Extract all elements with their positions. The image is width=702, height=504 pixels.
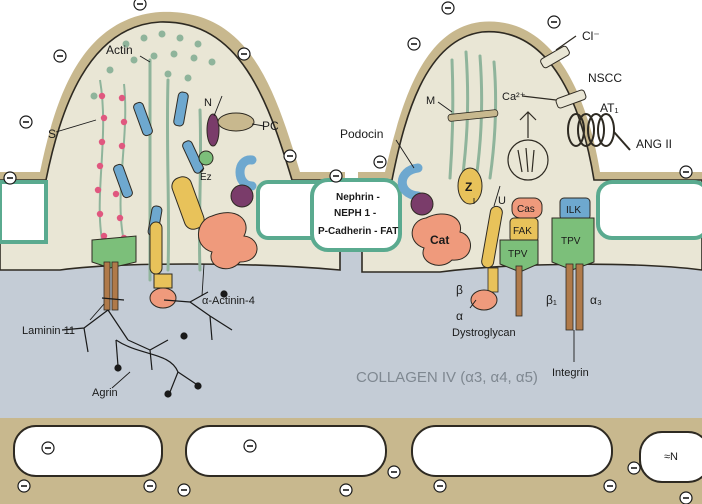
left-salmon-oval (150, 288, 176, 308)
pc-protein (218, 113, 254, 131)
label-dystroglycan: Dystroglycan (452, 327, 516, 339)
integrin-stalk-left (516, 266, 522, 316)
label-cl: Cl⁻ (582, 29, 600, 43)
label-tpv-2: TPV (561, 236, 581, 247)
ez-protein (199, 151, 213, 165)
left-purple-ball (231, 185, 253, 207)
left-brown-stalk-2 (112, 262, 118, 310)
label-actin: Actin (106, 43, 133, 57)
label-beta1: β₁ (546, 293, 557, 307)
label-at1: AT₁ (600, 101, 619, 115)
label-s: S (48, 127, 56, 141)
label-cas: Cas (517, 204, 535, 215)
label-ilk: ILK (566, 205, 581, 216)
left-brown-stalk-1 (104, 262, 110, 310)
slit-right (598, 182, 702, 238)
label-beta: β (456, 283, 463, 297)
n-protein (207, 114, 219, 146)
label-tpv-1: TPV (508, 249, 528, 260)
label-alpha-actinin: α-Actinin-4 (202, 295, 255, 307)
dystroglycan-stalk (488, 268, 498, 292)
label-ca: Ca²⁺ (502, 91, 526, 103)
label-fak: FAK (513, 226, 532, 237)
label-agrin: Agrin (92, 387, 118, 399)
label-laminin: Laminin 11 (22, 325, 75, 337)
label-u: U (498, 195, 506, 207)
label-ang2: ANG II (636, 137, 672, 151)
fenestra-1 (14, 426, 162, 476)
watermark: ≈N (664, 451, 678, 463)
dystroglycan-oval (471, 290, 497, 310)
label-alpha3: α₃ (590, 293, 602, 307)
label-nscc: NSCC (588, 71, 622, 85)
label-cat: Cat (430, 233, 449, 247)
negative-charge-icon (134, 0, 146, 10)
vesicle (508, 140, 548, 180)
label-z: Z (465, 180, 472, 194)
label-podocin: Podocin (340, 127, 383, 141)
left-yellow-square (154, 274, 172, 288)
right-purple-ball (411, 193, 433, 215)
label-nephrin-1: Nephrin - (336, 192, 380, 203)
label-alpha: α (456, 309, 463, 323)
label-collagen: COLLAGEN IV (α3, α4, α5) (356, 369, 538, 386)
integrin-stalk-a (566, 264, 573, 330)
label-integrin: Integrin (552, 367, 589, 379)
slit-left (0, 182, 46, 242)
label-nephrin-3: P-Cadherin - FAT (318, 226, 398, 237)
label-n: N (204, 97, 212, 109)
label-nephrin-2: NEPH 1 - (334, 208, 376, 219)
label-pc: PC (262, 119, 279, 133)
fenestra-3 (412, 426, 612, 476)
fenestra-2 (186, 426, 386, 476)
label-ez: Ez (200, 172, 212, 183)
integrin-stalk-b (576, 264, 583, 330)
label-m: M (426, 95, 435, 107)
yellow-bar-left-1 (150, 222, 162, 274)
